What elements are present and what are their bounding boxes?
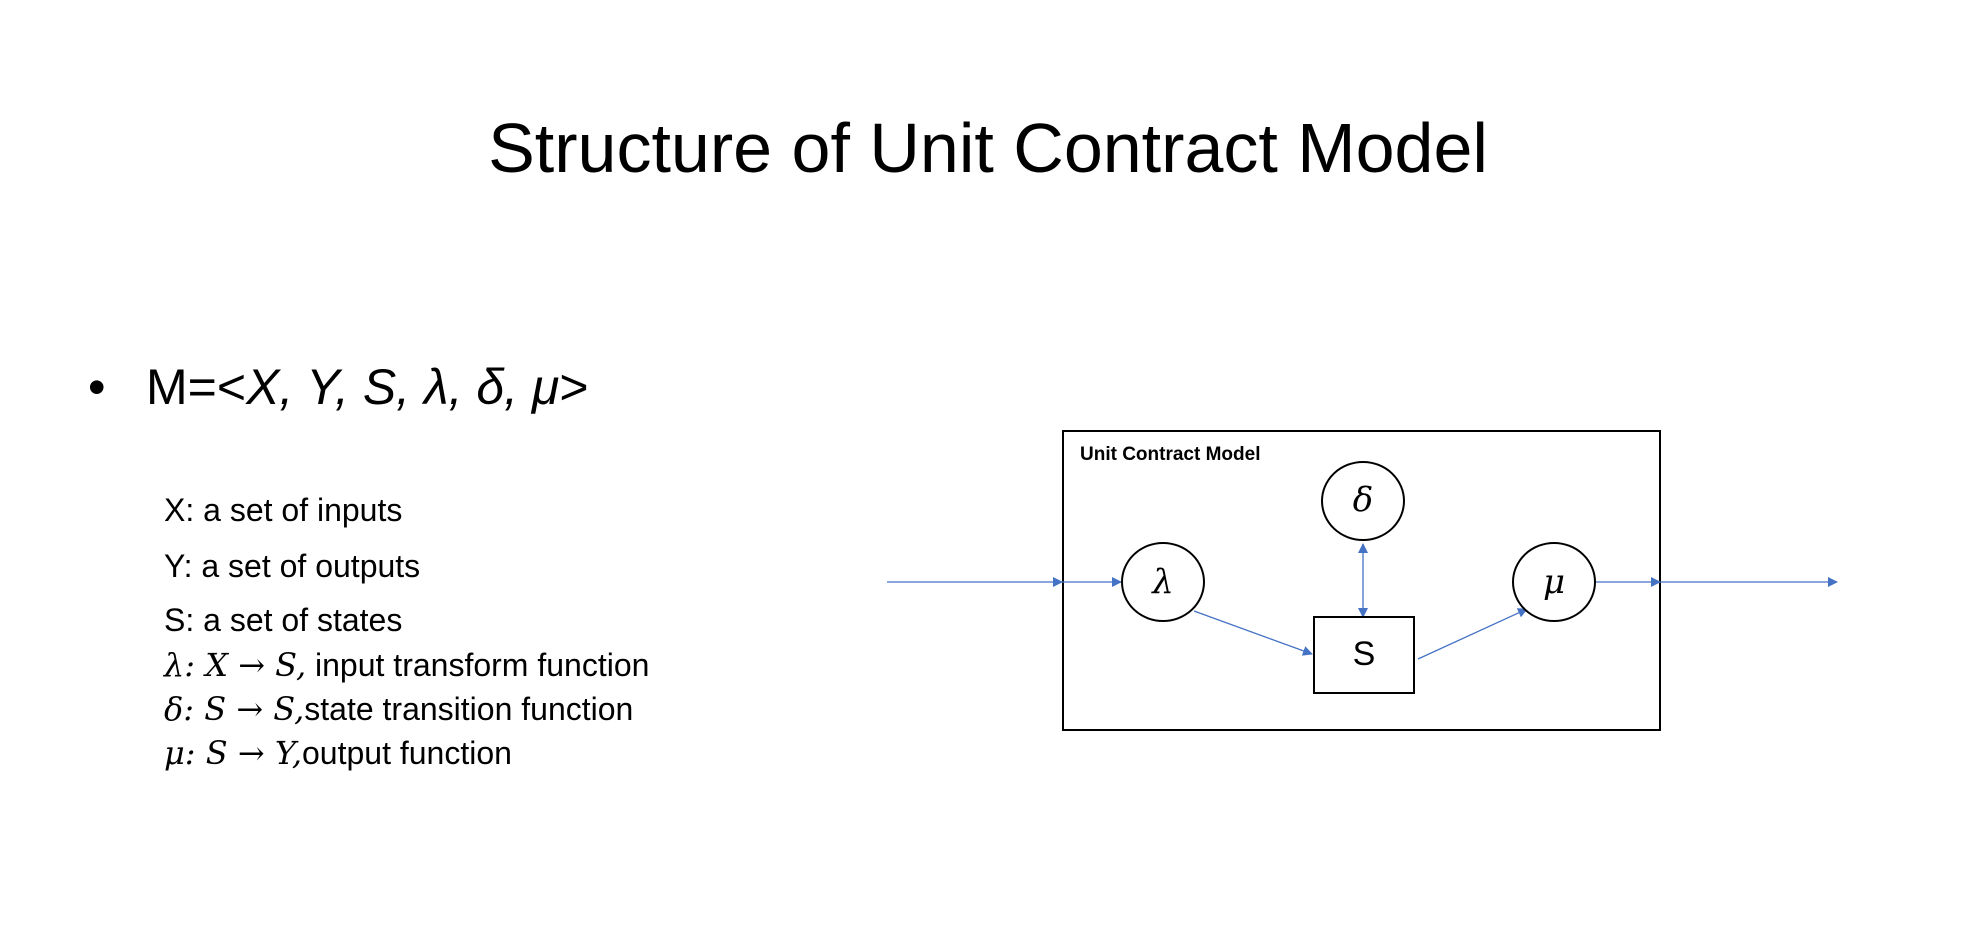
state-node — [1313, 616, 1415, 694]
mu-label: μ — [1542, 562, 1566, 602]
delta-label: δ — [1352, 480, 1374, 520]
definition-symbol: δ: S → S, — [164, 690, 305, 728]
definition-text: Y: a set of outputs — [164, 548, 421, 584]
tuple-elements: X, Y, S, λ, δ, μ — [246, 359, 560, 415]
definition-text: input transform function — [306, 647, 650, 683]
definition-text: S: a set of states — [164, 602, 403, 638]
lambda-label: λ — [1152, 562, 1174, 602]
lambda-node — [1121, 542, 1205, 622]
definition-symbol: λ: X → S, — [164, 646, 307, 684]
state-label: S — [1352, 635, 1376, 673]
definitions-list: X: a set of inputs Y: a set of outputs S… — [164, 494, 649, 781]
definition-text: output function — [302, 735, 512, 771]
definition-outputs: Y: a set of outputs — [164, 550, 649, 604]
definition-text: X: a set of inputs — [164, 492, 403, 528]
slide-title: Structure of Unit Contract Model — [488, 109, 1488, 187]
definition-text: state transition function — [304, 691, 634, 727]
delta-node — [1321, 461, 1405, 541]
definition-symbol: μ: S → Y, — [164, 734, 302, 772]
tuple-prefix: M=< — [146, 359, 247, 415]
definition-delta: δ: S → S,state transition function — [164, 693, 649, 737]
bullet-icon: • — [88, 359, 106, 415]
definition-inputs: X: a set of inputs — [164, 494, 649, 550]
state-to-mu-arrow — [1417, 608, 1528, 660]
definition-lambda: λ: X → S, input transform function — [164, 649, 649, 693]
definition-states: S: a set of states — [164, 604, 649, 649]
definition-mu: μ: S → Y,output function — [164, 737, 649, 781]
model-tuple-bullet: • M=<X, Y, S, λ, δ, μ> — [88, 358, 589, 416]
lambda-to-state-arrow — [1193, 610, 1313, 656]
diagram-box-label: Unit Contract Model — [1080, 444, 1261, 465]
tuple-suffix: > — [559, 359, 589, 415]
mu-node — [1512, 542, 1596, 622]
